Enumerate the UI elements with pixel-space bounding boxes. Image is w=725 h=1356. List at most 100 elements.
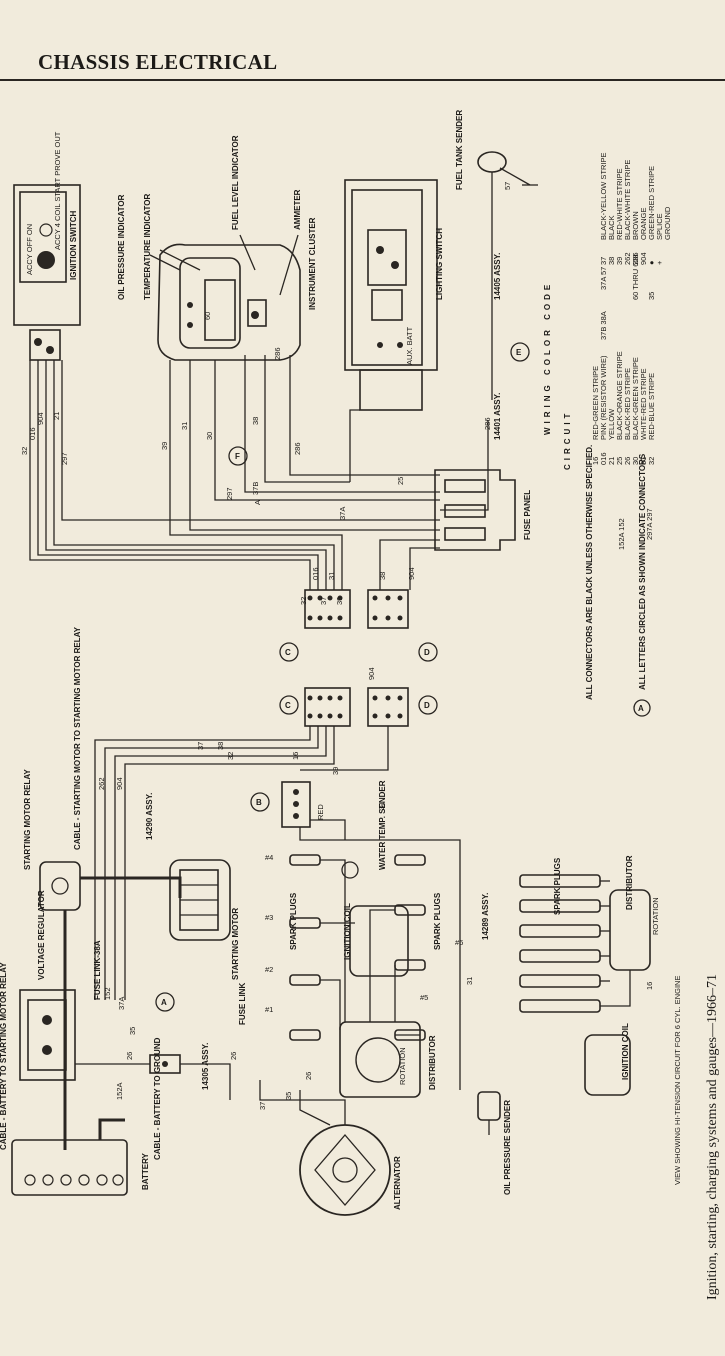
lower-harness: B RED 14290 ASSY. 14305 ASSY. 14289 ASSY… — [94, 253, 502, 1090]
cc4-4-num: 286 — [631, 252, 640, 265]
voltage-regulator-label: VOLTAGE REGULATOR — [37, 890, 46, 980]
cyl-1-label-left: #1 — [265, 1005, 273, 1014]
wire-label-31-b: 31 — [465, 977, 474, 985]
wire-label-60: 60 — [203, 312, 212, 320]
wire-label-31: 31 — [180, 422, 189, 430]
starting-motor-relay-label: STARTING MOTOR RELAY — [23, 769, 32, 870]
wire-label-35-b: 35 — [284, 1092, 293, 1100]
connector-c-upper-label: C — [285, 648, 291, 657]
wire-label-152a: 152A — [115, 1082, 124, 1100]
six-cyl-view-note: VIEW SHOWING HI-TENSION CIRCUIT FOR 6 CY… — [673, 976, 682, 1185]
connector-e-label: E — [516, 348, 522, 357]
color-code-title: WIRING COLOR CODE — [543, 281, 552, 435]
voltage-regulator: VOLTAGE REGULATOR FUSE LINK-38A FUSE LIN… — [19, 890, 247, 1100]
six-cyl-ignition-coil-label: IGNITION COIL — [621, 1023, 630, 1080]
ignition-coil-label: IGNITION COIL — [343, 903, 352, 960]
cc1-5-color: BLACK-GREEN STRIPE — [631, 357, 640, 440]
wire-label-31-c: 31 — [327, 572, 336, 580]
connector-d-upper-label: D — [424, 648, 430, 657]
cc4-3-num: 262 — [623, 252, 632, 265]
wire-label-297-b: 297 — [225, 487, 234, 500]
cc1-6-num: 31 — [639, 457, 648, 465]
wire-label-37a: 37A — [338, 507, 347, 520]
connector-f-label: F — [235, 452, 240, 461]
fuse-panel: FUSE PANEL — [434, 469, 532, 551]
cc1-2-color: YELLOW — [607, 408, 616, 440]
red-wire-label: RED — [316, 804, 325, 820]
cc4-6-num: ● — [647, 260, 656, 265]
cyl-2-label-left: #2 — [265, 965, 273, 974]
cyl-4-label-left: #4 — [265, 853, 273, 862]
cc4-5-num: 904 — [639, 252, 648, 265]
wire-label-286-b: 286 — [293, 442, 302, 455]
fuel-tank-sender: FUEL TANK SENDER — [455, 110, 538, 205]
wire-label-904: 904 — [36, 412, 45, 425]
wire-label-37-b: 37 — [258, 1102, 267, 1110]
cc4-7-color: SPLICE — [655, 213, 664, 240]
six-cyl-rotation-label: ROTATION — [651, 897, 660, 935]
cc3-1-num: 60 THRU 608 — [631, 254, 640, 300]
notes: ALL CONNECTORS ARE BLACK UNLESS OTHERWIS… — [585, 445, 651, 717]
cc4-2-num: 39 — [615, 257, 624, 265]
cyl-6-label-right: #6 — [455, 938, 463, 947]
wire-label-25: 25 — [396, 477, 405, 485]
wire-label-38-d: 38 — [378, 572, 387, 580]
wire-label-904-l: 904 — [115, 777, 124, 790]
cable-starting-motor-label: CABLE - STARTING MOTOR TO STARTING MOTOR… — [73, 626, 82, 850]
cc4-7-num: + — [655, 260, 664, 265]
connector-b-label: B — [256, 798, 262, 807]
wire-label-a: A — [253, 500, 262, 505]
lighting-switch-label: LIGHTING SWITCH — [435, 228, 444, 300]
note-circled-letters: ALL LETTERS CIRCLED AS SHOWN INDICATE CO… — [638, 453, 647, 690]
oil-pressure-sender-label: OIL PRESSURE SENDER — [503, 1100, 512, 1195]
battery-label: BATTERY — [141, 1152, 150, 1190]
connectors-c-d: C D C D E F — [228, 342, 530, 727]
cable-battery-relay-label: CABLE - BATTERY TO STARTING MOTOR RELAY — [0, 962, 8, 1150]
fuel-tank-sender-label: FUEL TANK SENDER — [455, 110, 464, 190]
six-cyl-view: SPARK PLUGS DISTRIBUTOR ROTATION IGNITIO… — [519, 855, 682, 1185]
wire-label-31-l: 31 — [377, 802, 386, 810]
distributor-label: DISTRIBUTOR — [428, 1035, 437, 1090]
wire-label-39-l: 39 — [331, 767, 340, 775]
instrument-cluster-label: INSTRUMENT CLUSTER — [308, 217, 317, 310]
page-header: CHASSIS ELECTRICAL — [0, 0, 725, 82]
ammeter-label: AMMETER — [293, 189, 302, 230]
starting-motor-label: STARTING MOTOR — [231, 908, 240, 980]
wire-label-286: 286 — [273, 347, 282, 360]
cc1-6-color: WHITE-RED STRIPE — [639, 368, 648, 440]
cc1-4-color: BLACK-RED STRIPE — [623, 368, 632, 440]
upper-harness — [29, 205, 493, 590]
six-cyl-distributor-label: DISTRIBUTOR — [625, 855, 634, 910]
assy-14401-label: 14401 ASSY. — [493, 393, 502, 440]
wire-label-26-l: 26 — [125, 1052, 134, 1060]
header-rule — [0, 79, 725, 81]
wire-label-38: 38 — [251, 417, 260, 425]
wire-label-32: 32 — [20, 447, 29, 455]
wire-label-57: 57 — [503, 182, 512, 190]
cc4-4-color: BROWN — [631, 211, 640, 240]
cc1-1-num: 016 — [599, 452, 608, 465]
spark-plugs-right-label: SPARK PLUGS — [433, 892, 442, 950]
diagram-caption: Ignition, starting, charging systems and… — [705, 974, 720, 1300]
wire-label-297: 297 — [60, 452, 69, 465]
wire-label-39: 39 — [160, 442, 169, 450]
circuit-header: CIRCUIT — [563, 410, 572, 470]
cc2-1-num: 152A 152 — [617, 518, 626, 550]
assy-14289-label: 14289 ASSY. — [481, 893, 490, 940]
fuse-link-label: FUSE LINK — [238, 983, 247, 1025]
wire-label-32-c: 32 — [299, 597, 308, 605]
wiring-color-code: WIRING COLOR CODE CIRCUIT 16 RED-GREEN S… — [543, 152, 672, 550]
cc1-7-num: 32 — [647, 457, 656, 465]
connector-c-lower-label: C — [285, 701, 291, 710]
spark-plugs-left-label: SPARK PLUGS — [289, 892, 298, 950]
ignition-switch-acc-label: ACCY OFF ON — [25, 224, 34, 275]
note-connector-a-symbol: A — [638, 704, 644, 713]
cc1-0-num: 16 — [591, 457, 600, 465]
wire-label-37-c: 37 — [319, 597, 328, 605]
cc1-4-num: 26 — [623, 457, 632, 465]
wire-number-labels: 32 016 904 21 297 39 31 30 297 37B 38 28… — [20, 182, 654, 1110]
ignition-switch-positions-label: ACCY 4 COIL START PROVE OUT — [53, 131, 62, 250]
wire-label-38-l: 38 — [216, 742, 225, 750]
fuel-level-indicator-label: FUEL LEVEL INDICATOR — [231, 135, 240, 230]
wire-label-262: 262 — [97, 777, 106, 790]
